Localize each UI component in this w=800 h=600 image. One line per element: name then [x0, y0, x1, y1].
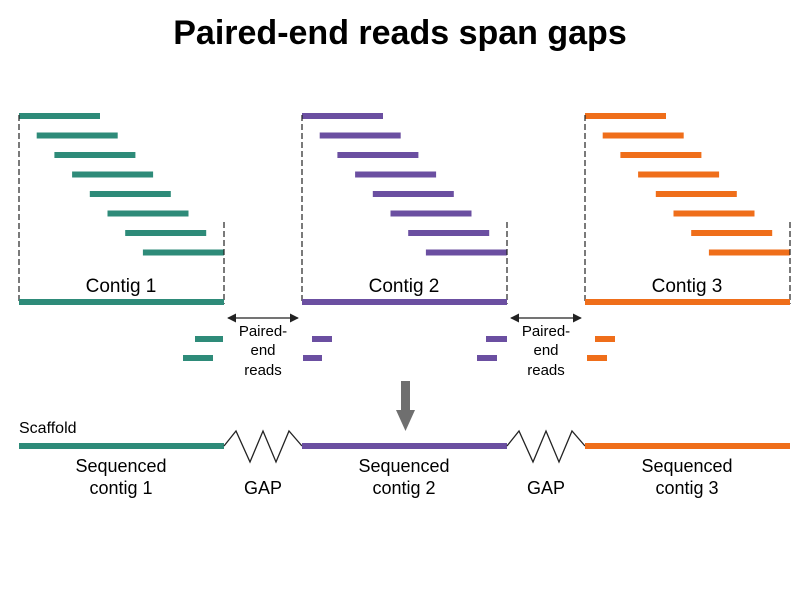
scaffold-label: Scaffold: [19, 420, 77, 437]
scaffold-contig-1: [19, 443, 224, 449]
paired-end-label-1-line2: end: [250, 342, 275, 359]
contig-2-read: [355, 171, 437, 178]
paired-end-label-1-line1: Paired-: [239, 323, 287, 340]
contig-2-read: [425, 249, 507, 256]
paired-end-label-2-line1: Paired-: [522, 323, 570, 340]
scaffold-contig-2: [302, 443, 507, 449]
paired-read-1b: [183, 355, 213, 361]
contig-3-read: [708, 249, 790, 256]
contig-1-reads: [19, 113, 224, 256]
contig-3-read: [638, 171, 720, 178]
diagram-title: Paired-end reads span gaps: [173, 14, 627, 52]
contig-3-read: [673, 210, 755, 217]
paired-read-4b: [587, 355, 607, 361]
contig-2-read: [302, 113, 383, 119]
gap-2-label: GAP: [527, 478, 565, 498]
paired-read-3a: [486, 336, 507, 342]
paired-read-2b: [303, 355, 322, 361]
scaffold-contig-3: [585, 443, 790, 449]
sequenced-contig-2-label: Sequenced contig 2: [358, 456, 449, 498]
paired-read-3b: [477, 355, 497, 361]
sequenced-contig-3-label: Sequenced contig 3: [641, 456, 732, 498]
paired-end-label-1: Paired- end reads: [239, 323, 287, 379]
down-arrow-icon: [396, 381, 415, 431]
contig-3-reads: [585, 113, 790, 256]
contig-1-read: [36, 132, 118, 139]
contig-2-bar: [302, 299, 507, 305]
paired-read-1a: [195, 336, 223, 342]
paired-end-label-2: Paired- end reads: [522, 323, 570, 379]
contig-3-bar: [585, 299, 790, 305]
contig-1-label: Contig 1: [86, 276, 157, 297]
contig-3-read: [585, 113, 666, 119]
contig-3-label: Contig 3: [652, 276, 723, 297]
contig-1-read: [19, 113, 100, 119]
sequenced-contig-2-line2: contig 2: [372, 478, 435, 498]
contig-3-read: [620, 152, 702, 158]
sequenced-contig-1-line1: Sequenced: [75, 456, 166, 476]
sequenced-contig-1-label: Sequenced contig 1: [75, 456, 166, 498]
contig-3-read: [655, 191, 737, 197]
contig-1-read: [107, 210, 189, 217]
gap-1-label: GAP: [244, 478, 282, 498]
contig-1-read: [54, 152, 136, 158]
sequenced-contig-1-line2: contig 1: [89, 478, 152, 498]
contig-2-reads: [302, 113, 507, 256]
paired-end-label-2-line3: reads: [527, 362, 565, 379]
contig-2-read: [372, 191, 454, 197]
sequenced-contig-2-line1: Sequenced: [358, 456, 449, 476]
contig-1-read: [142, 249, 224, 256]
contig-1-read: [89, 191, 171, 197]
contig-2-read: [390, 210, 472, 217]
paired-read-4a: [595, 336, 615, 342]
contig-3-read: [602, 132, 684, 139]
paired-end-label-2-line2: end: [533, 342, 558, 359]
gap-2-zigzag: [506, 429, 586, 464]
contig-3-read: [691, 230, 773, 236]
contig-2-read: [408, 230, 490, 236]
contig-2-read: [337, 152, 419, 158]
contig-2-label: Contig 2: [369, 276, 440, 297]
sequenced-contig-3-line1: Sequenced: [641, 456, 732, 476]
contig-1-bar: [19, 299, 224, 305]
gap-1-zigzag: [223, 429, 303, 464]
paired-read-2a: [312, 336, 332, 342]
contig-1-read: [125, 230, 207, 236]
sequenced-contig-3-line2: contig 3: [655, 478, 718, 498]
contig-1-read: [72, 171, 154, 178]
paired-end-label-1-line3: reads: [244, 362, 282, 379]
contig-brackets: [18, 115, 791, 304]
contig-2-read: [319, 132, 401, 139]
